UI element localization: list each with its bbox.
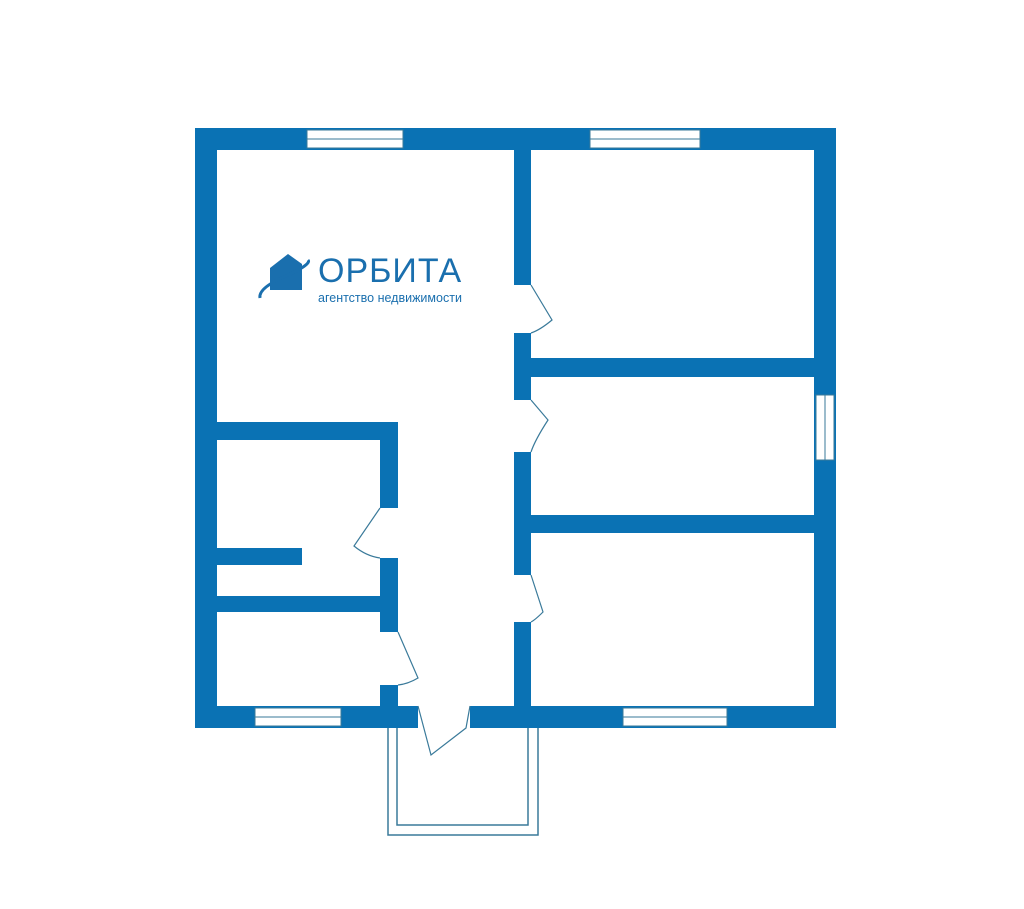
left-partition-bottom [217,596,380,612]
outer-wall-left [195,128,217,728]
window-bottom-right [622,707,728,727]
door-room-middle-right [530,399,549,453]
doors [353,284,553,757]
short-wall [217,548,302,565]
logo: ОРБИТА агентство недвижимости [256,250,496,310]
house-orbit-icon [258,254,311,299]
door-left-upper [353,507,381,559]
window-top-left [306,129,404,149]
door-left-lower [397,631,419,686]
walls [195,128,836,728]
right-partition-2 [531,515,814,533]
door-entrance [417,705,471,757]
windows [254,129,835,727]
center-wall-1 [514,150,531,285]
left-partition-top [217,422,398,440]
right-partition-1 [531,358,814,377]
left-vertical-3 [380,685,398,706]
center-wall-2 [514,333,531,400]
door-room-top-right [530,284,553,334]
center-wall-3 [514,452,531,575]
window-bottom-left [254,707,342,727]
center-wall-4 [514,622,531,706]
window-right [815,394,835,461]
door-room-bottom-right [530,574,544,623]
porch-outer [387,728,539,836]
logo-title: ОРБИТА [318,252,463,290]
left-vertical-2 [380,558,398,632]
porch [387,728,539,836]
outer-wall-top [195,128,836,150]
left-vertical-1 [380,422,398,508]
window-top-right [589,129,701,149]
porch-inner [396,728,529,826]
logo-subtitle: агентство недвижимости [318,291,462,305]
